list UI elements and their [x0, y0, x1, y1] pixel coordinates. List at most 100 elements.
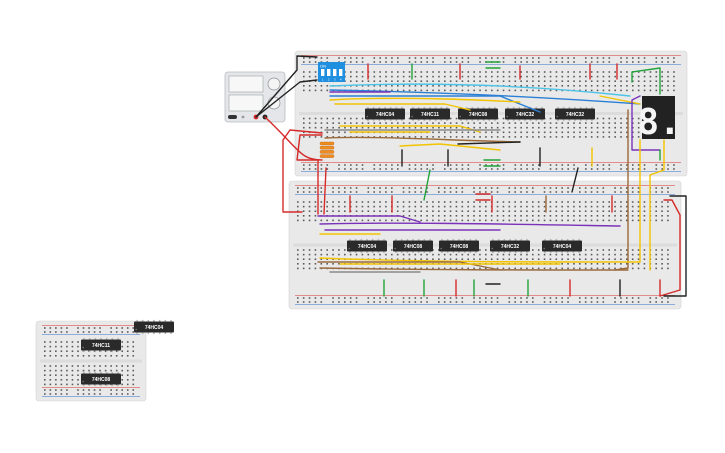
wire-brown-mid-1[interactable]: [317, 261, 501, 271]
chip-small-1-body: [81, 339, 121, 351]
chip-middle-3-body: [439, 240, 479, 252]
chip-middle-5[interactable]: 74HC04: [542, 238, 582, 254]
chip-middle-2-notch: [394, 247, 397, 250]
chip-top-3-notch: [459, 115, 462, 118]
chip-small-2[interactable]: 74HC08: [81, 371, 121, 387]
wire-ps-negative[interactable]: [255, 55, 318, 118]
resistor-4: [319, 154, 335, 158]
current-display: [228, 94, 264, 112]
power-switch[interactable]: [228, 115, 237, 119]
chip-top-2[interactable]: 74HC11: [410, 106, 450, 122]
chip-top-2-notch: [411, 115, 414, 118]
dip-toggle-3[interactable]: [333, 69, 337, 76]
chip-top-4-label: 74HC32: [516, 112, 535, 118]
chip-middle-5-label: 74HC04: [553, 244, 572, 250]
wire-red-loop-inner[interactable]: [296, 134, 323, 161]
wire-purple-mid-2[interactable]: [319, 222, 621, 227]
chip-loose-1-body: [134, 321, 174, 333]
wire-purple-mid-1[interactable]: [317, 215, 421, 223]
wire-brown-top[interactable]: [324, 136, 521, 143]
chip-small-2-label: 74HC08: [92, 377, 111, 383]
seven-segment-body: [642, 96, 675, 139]
chip-top-4[interactable]: 74HC32: [505, 106, 545, 122]
chip-middle-4[interactable]: 74HC32: [490, 238, 530, 254]
chip-top-2-body: [410, 108, 450, 120]
chip-top-1-body: [365, 108, 405, 120]
chip-small-2-body: [81, 373, 121, 385]
wire-black-link[interactable]: [571, 167, 579, 193]
wire-green-link[interactable]: [423, 169, 431, 201]
chip-top-1[interactable]: 74HC04: [365, 106, 405, 122]
chip-middle-1-label: 74HC04: [358, 244, 377, 250]
chip-small-2-notch: [82, 380, 84, 383]
chip-top-5-label: 74HC32: [566, 112, 585, 118]
wire-yellow-top-1[interactable]: [329, 97, 521, 103]
ground-terminal[interactable]: [241, 115, 245, 119]
chip-middle-4-body: [490, 240, 530, 252]
chip-small-1-label: 74HC11: [92, 343, 110, 349]
wire-cyan-top-1[interactable]: [329, 83, 631, 97]
dip-switch-on-label: ON: [320, 64, 326, 69]
wire-yellow-7seg-down[interactable]: [649, 139, 665, 271]
chip-middle-5-body: [542, 240, 582, 252]
dip-toggle-2[interactable]: [327, 69, 331, 76]
wire-blue-top-1[interactable]: [329, 89, 641, 105]
dip-toggle-1[interactable]: [321, 69, 325, 76]
chip-middle-4-label: 74HC32: [501, 244, 520, 250]
chip-top-4-notch: [506, 115, 509, 118]
power-supply[interactable]: [224, 71, 286, 123]
chip-top-5-notch: [556, 115, 558, 118]
wire-green-7seg-top[interactable]: [631, 67, 661, 95]
wire-red-link-2[interactable]: [323, 167, 327, 215]
chip-top-3-label: 74HC08: [469, 112, 488, 118]
chip-middle-5-notch: [543, 247, 545, 250]
wire-yellow-top-2[interactable]: [334, 103, 471, 111]
chip-middle-3-notch: [440, 247, 443, 250]
dip-toggle-4[interactable]: [339, 69, 343, 76]
dip-switch-body: [318, 62, 345, 82]
wire-brown-mid-2[interactable]: [319, 267, 629, 271]
resistor-2: [319, 145, 335, 150]
chip-middle-1[interactable]: 74HC04: [347, 238, 387, 254]
wire-blue-top-2[interactable]: [329, 95, 541, 113]
chip-middle-3[interactable]: 74HC08: [439, 238, 479, 254]
seven-segment-digit: 8.: [637, 102, 680, 143]
chip-middle-2[interactable]: 74HC08: [393, 238, 433, 254]
chip-top-1-notch: [366, 115, 369, 118]
chip-middle-1-body: [347, 240, 387, 252]
voltage-knob[interactable]: [267, 77, 281, 91]
dip-switch-number-3: 3: [334, 78, 336, 82]
wire-yellow-mid-2[interactable]: [319, 257, 641, 263]
wire-black-top-1[interactable]: [457, 141, 521, 145]
chip-middle-2-body: [393, 240, 433, 252]
wire-yellow-top-5[interactable]: [399, 143, 501, 151]
resistor-3: [319, 150, 335, 154]
chip-top-2-label: 74HC11: [421, 112, 439, 118]
chip-top-5[interactable]: 74HC32: [555, 106, 595, 122]
wire-yellow-top-6[interactable]: [599, 95, 641, 105]
wire-red-right-loop[interactable]: [659, 199, 681, 297]
chip-top-4-body: [505, 108, 545, 120]
wire-black-right-loop[interactable]: [663, 195, 687, 297]
resistor-1: [319, 141, 335, 146]
voltage-display: [228, 75, 264, 93]
breadboard-small-center-channel: [40, 359, 142, 363]
breadboard-small[interactable]: [35, 320, 147, 402]
wire-red-loop-left[interactable]: [282, 129, 323, 213]
wire-purple-7seg-loop[interactable]: [631, 95, 661, 151]
chip-middle-2-label: 74HC08: [404, 244, 423, 250]
chip-top-3-body: [458, 108, 498, 120]
chip-loose-1-notch: [135, 328, 137, 331]
chip-top-1-label: 74HC04: [376, 112, 395, 118]
chip-small-1-notch: [82, 346, 84, 349]
chip-middle-3-label: 74HC08: [450, 244, 469, 250]
dip-switch-number-2: 2: [328, 78, 330, 82]
chip-top-5-body: [555, 108, 595, 120]
chip-small-1[interactable]: 74HC11: [81, 337, 121, 353]
chip-loose-1[interactable]: 74HC04: [134, 319, 174, 335]
dip-switch-number-1: 1: [322, 78, 324, 82]
resistor-pack: [319, 141, 335, 158]
wire-ps-black-2[interactable]: [255, 79, 318, 118]
